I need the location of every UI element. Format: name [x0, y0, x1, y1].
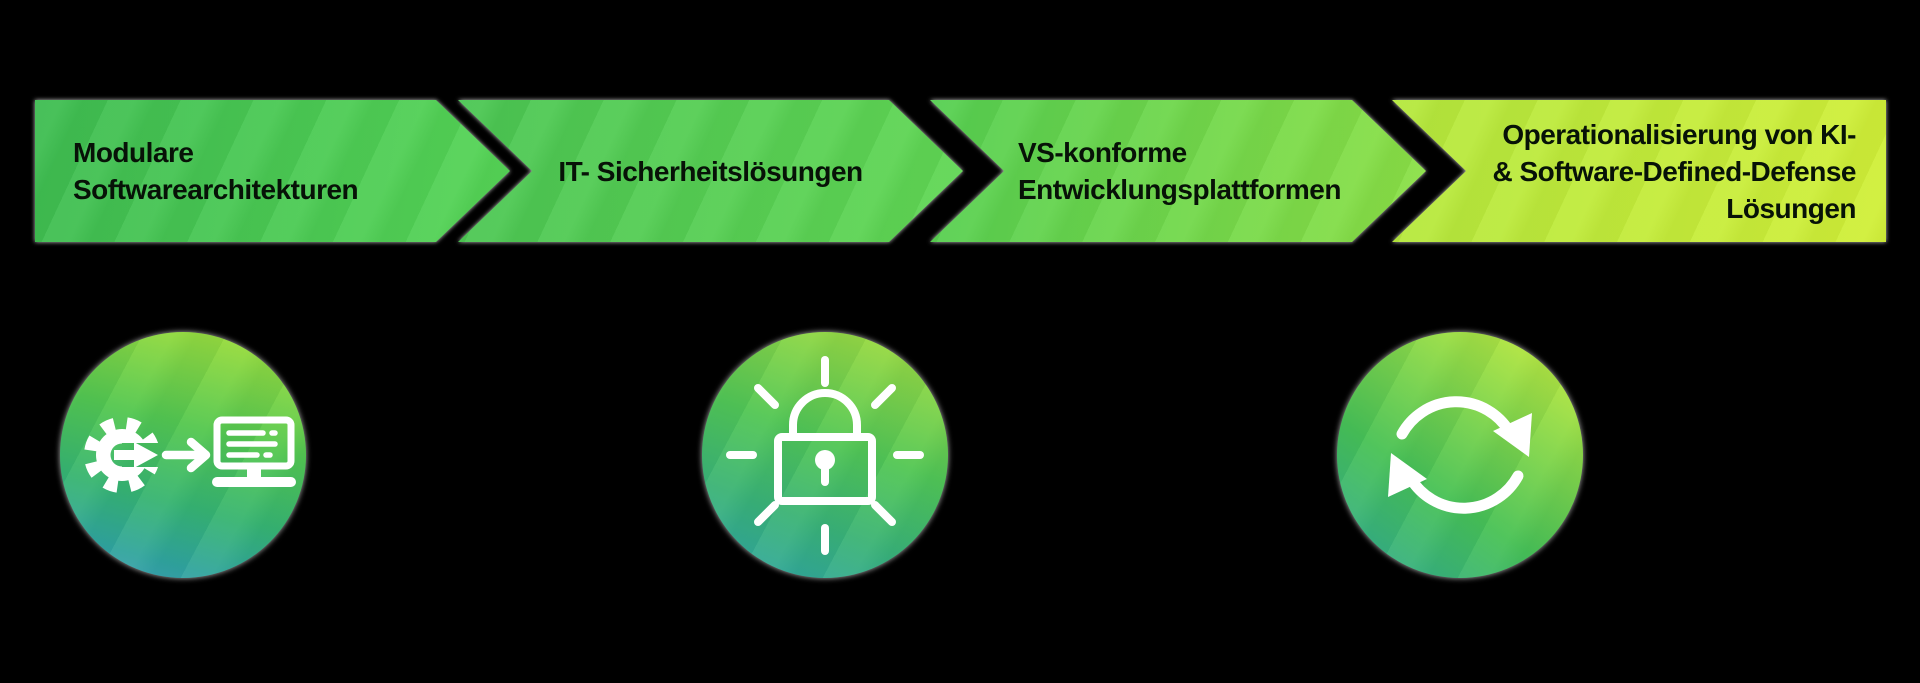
- process-step-1-banner: Modulare Softwarearchitekturen: [35, 100, 510, 242]
- sync-arrows-icon: [1388, 396, 1532, 514]
- rays: [726, 356, 924, 555]
- process-step-4-banner: Operationalisierung von KI- & Software-D…: [1392, 100, 1886, 242]
- keyhole: [815, 450, 835, 486]
- process-step-3-shape: VS-konforme Entwicklungsplattformen: [930, 100, 1426, 242]
- step-4-label-line-3: Lösungen: [1726, 192, 1856, 224]
- process-step-1-shape: Modulare Softwarearchitekturen: [35, 100, 510, 242]
- icon-badge-circle: [60, 332, 306, 578]
- sync-arc-bottom: [1388, 453, 1524, 514]
- step-2-label-line-1: IT- Sicherheitslösungen: [558, 155, 863, 187]
- step-3-label-line-2: Entwicklungsplattformen: [1018, 174, 1341, 205]
- sync-arc-top: [1396, 396, 1532, 457]
- padlock-with-rays-icon: [726, 356, 924, 555]
- icon-badge-circle: [702, 332, 948, 578]
- right-arrow-icon: [161, 437, 211, 473]
- lock-shackle: [789, 389, 861, 437]
- process-step-4-shape: Operationalisierung von KI- & Software-D…: [1392, 100, 1886, 242]
- gear-arrow-computer-icon: [84, 416, 296, 493]
- process-step-3-banner: VS-konforme Entwicklungsplattformen: [930, 100, 1426, 242]
- step-4-label-line-2: & Software-Defined-Defense: [1492, 155, 1856, 187]
- step-4-label-line-1: Operationalisierung von KI-: [1502, 118, 1856, 150]
- step-3-label-line-1: VS-konforme: [1018, 137, 1187, 168]
- process-step-2-banner: IT- Sicherheitslösungen: [458, 100, 963, 242]
- gear-export-arrow: [114, 442, 158, 468]
- step-1-label-line-1: Modulare: [73, 137, 194, 168]
- computer-monitor-icon: [212, 416, 296, 487]
- step-1-label-line-2: Softwarearchitekturen: [73, 174, 359, 205]
- lock-body: [774, 433, 876, 505]
- icon-badge-software-architecture: [60, 332, 306, 578]
- icon-badge-it-security: [702, 332, 948, 578]
- icon-badge-operationalization: [1337, 332, 1583, 578]
- icon-badge-circle: [1337, 332, 1583, 578]
- process-step-2-shape: IT- Sicherheitslösungen: [458, 100, 963, 242]
